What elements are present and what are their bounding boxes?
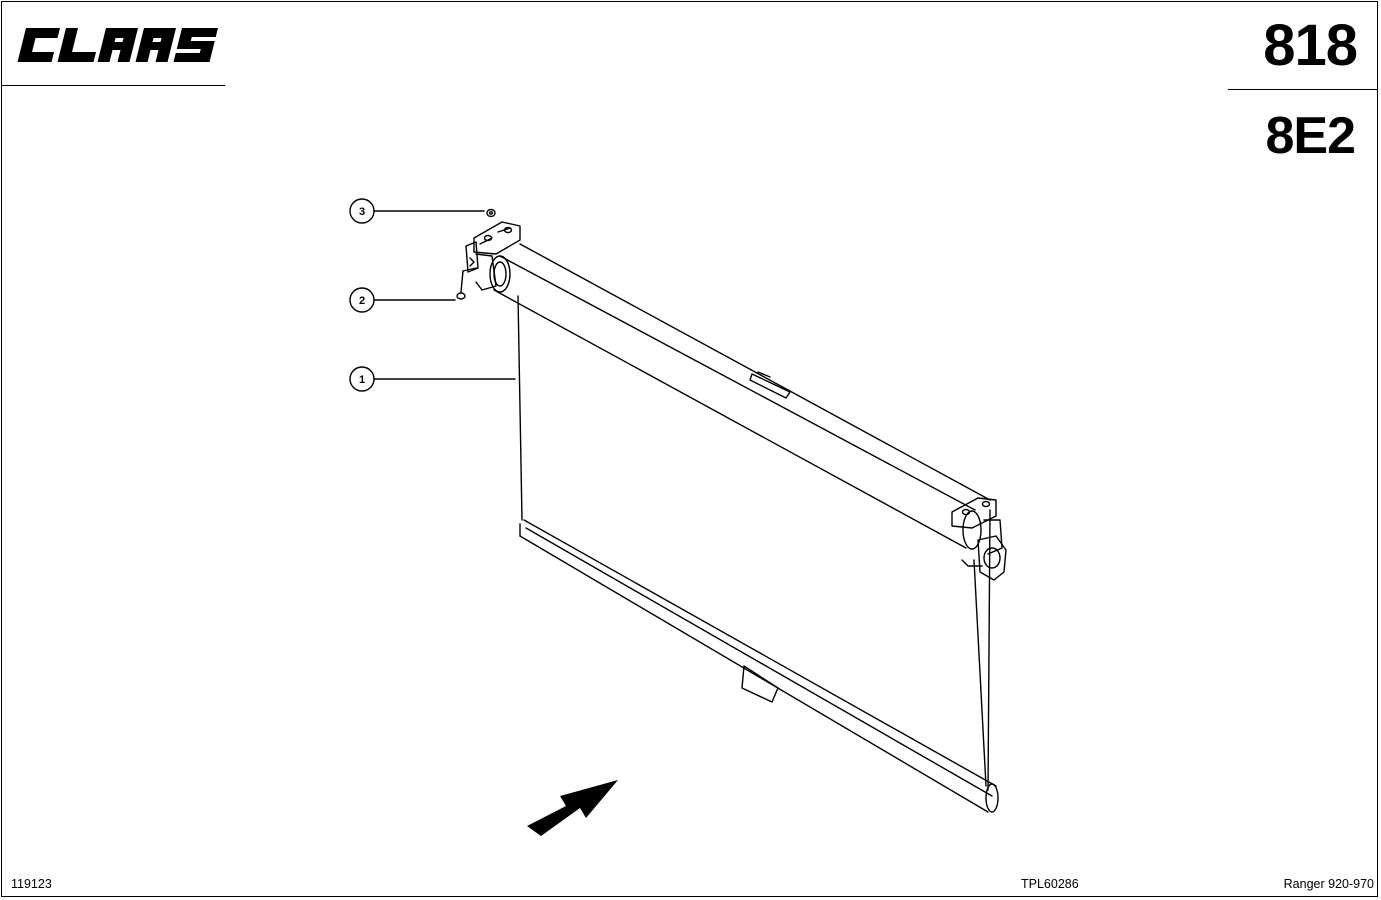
page-number: 818 — [1263, 13, 1358, 78]
blind-fabric — [517, 295, 991, 791]
callout-1 — [349, 366, 516, 392]
claas-logo — [17, 28, 219, 62]
arrow-icon — [527, 780, 618, 836]
drawing-number: 119123 — [11, 877, 52, 891]
header-rule-right — [1228, 89, 1378, 90]
callout-1-label: 1 — [359, 374, 365, 386]
header-rule-left — [1, 85, 225, 86]
section-code: 8E2 — [1265, 107, 1356, 165]
model-range: Ranger 920-970 — [1283, 877, 1374, 891]
callout-3-label: 3 — [359, 206, 365, 218]
screw-part — [456, 267, 477, 300]
callout-2 — [349, 287, 456, 313]
roller-tube — [489, 243, 991, 550]
callout-3 — [349, 198, 485, 224]
template-code: TPL60286 — [1021, 877, 1079, 891]
bottom-bar — [519, 519, 999, 813]
left-bracket — [465, 221, 521, 291]
nut-part — [486, 208, 496, 218]
right-bracket — [951, 497, 1007, 581]
callout-2-label: 2 — [359, 295, 365, 307]
